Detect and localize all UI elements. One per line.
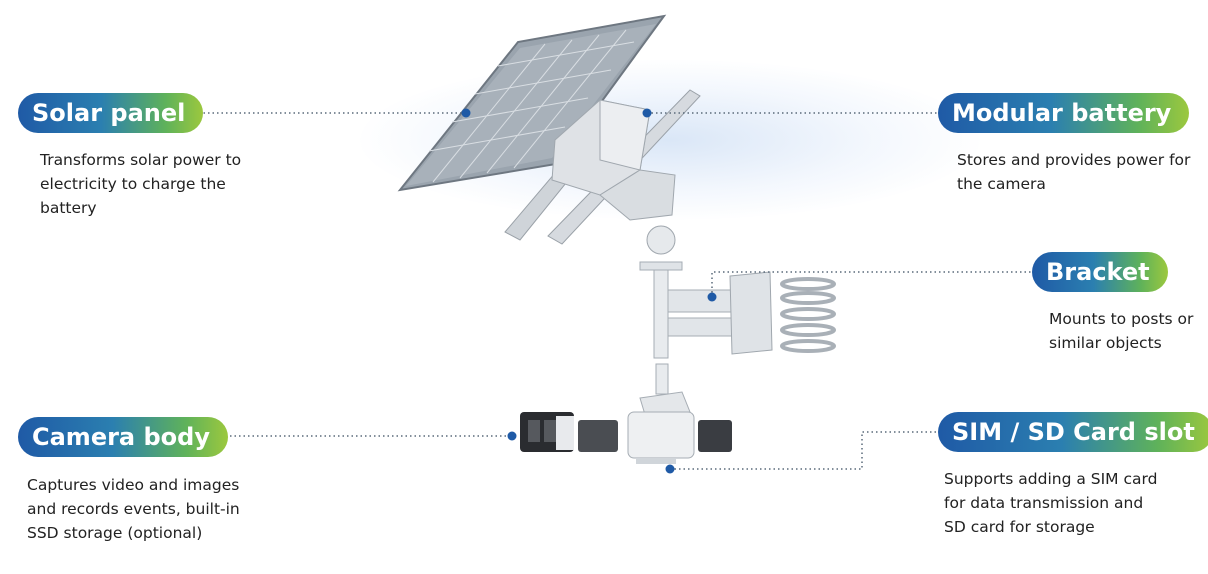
- solar-panel-description: Transforms solar power to electricity to…: [40, 151, 242, 217]
- bracket-dot: [707, 292, 717, 302]
- solar-panel-dot: [461, 108, 471, 118]
- sim-sd-dot: [665, 464, 675, 474]
- camera-body-title: Camera body: [18, 417, 228, 457]
- camera-body-dot: [507, 431, 517, 441]
- bracket-title: Bracket: [1032, 252, 1168, 292]
- sim-sd-card-slot-description: Supports adding a SIM card for data tran…: [944, 470, 1158, 536]
- bracket-illustration: [639, 261, 836, 395]
- solar-panel-title: Solar panel: [18, 93, 204, 133]
- modular-battery-description: Stores and provides power for the camera: [957, 151, 1191, 193]
- modular-battery-dot: [642, 108, 652, 118]
- bracket-description: Mounts to posts or similar objects: [1049, 310, 1194, 352]
- camera-body-description: Captures video and images and records ev…: [27, 476, 240, 542]
- camera-illustration: [520, 391, 732, 464]
- sim-sd-card-slot-title: SIM / SD Card slot: [938, 412, 1208, 452]
- battery-illustration: [551, 99, 676, 255]
- modular-battery-title: Modular battery: [938, 93, 1190, 133]
